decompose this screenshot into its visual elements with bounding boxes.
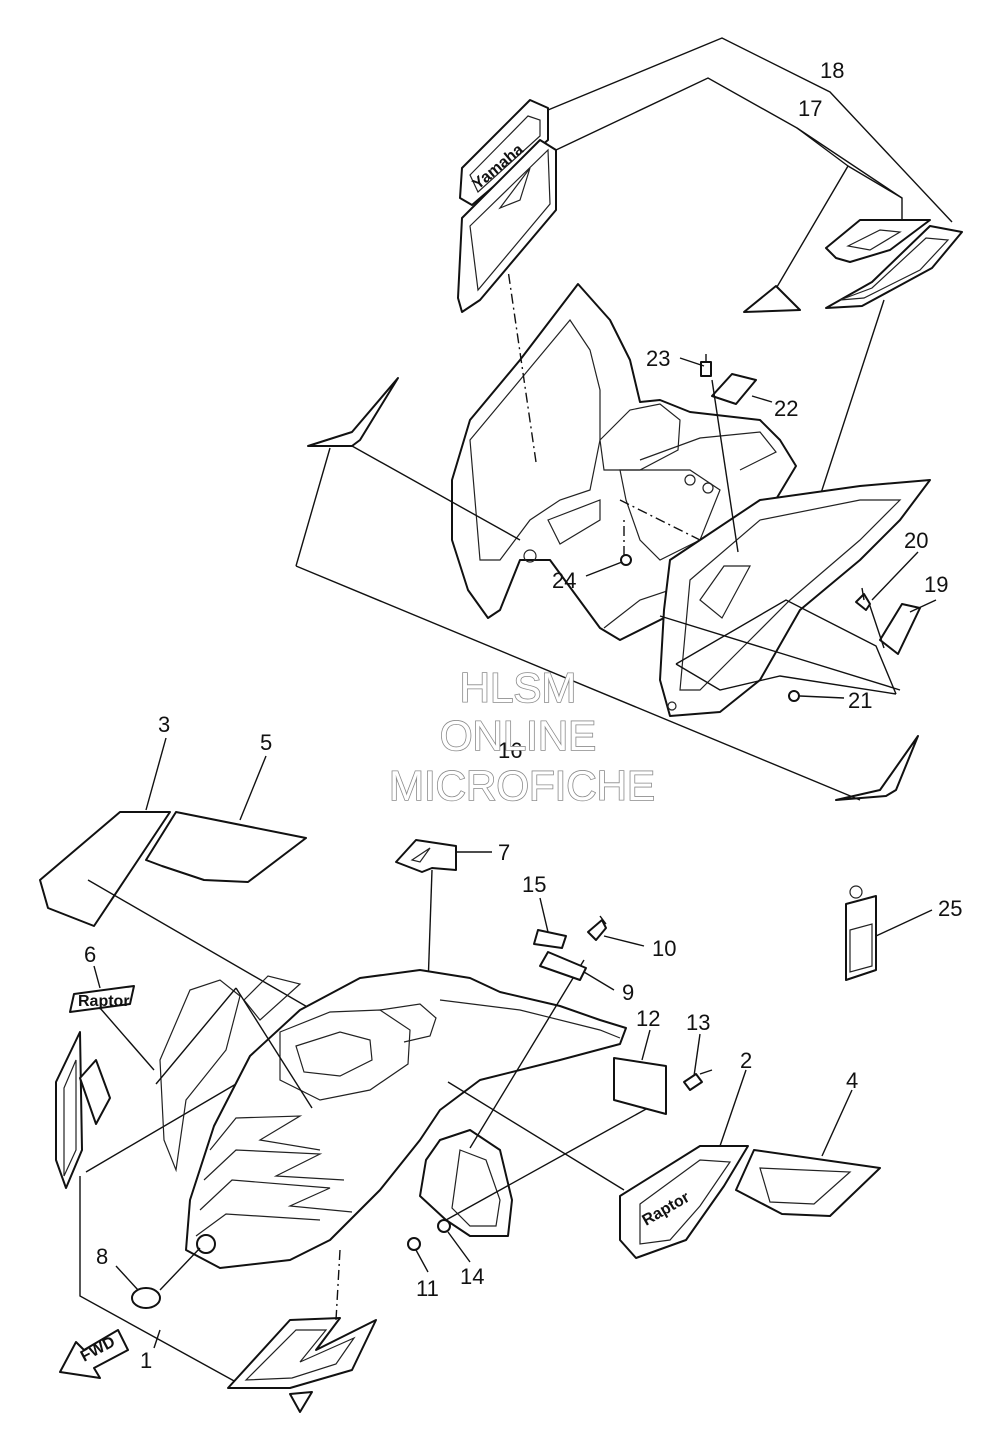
plate-19 [855,587,921,655]
leader-3-5 [87,879,317,1013]
callout-20: 20 [904,528,928,553]
callout-2: 2 [740,1048,752,1073]
bolt-10 [587,915,607,941]
tag-25 [845,885,877,981]
decal-1-side [55,1031,111,1189]
callout-13: 13 [686,1010,710,1035]
decal-5 [145,811,307,883]
clip-8 [131,1287,161,1309]
callout-15: 15 [522,872,546,897]
front-fender-group: Raptor [39,811,881,1413]
rear-mudguard [659,479,931,717]
callout-6: 6 [84,942,96,967]
decal-17-right [743,219,931,313]
leader-to-12 [445,1097,667,1221]
callout-10: 10 [652,936,676,961]
decal-15 [533,929,567,949]
decal-1-bottom [227,1317,377,1413]
callout-22: 22 [774,396,798,421]
callout-9: 9 [622,980,634,1005]
callout-21: 21 [848,688,872,713]
front-fender-body [159,969,627,1269]
front-fender-arch [419,1129,513,1237]
decal-6-script: Raptor [78,993,130,1010]
leader-18 [547,37,953,223]
decal-2: Raptor [619,1145,749,1259]
leader-7-down [427,869,433,987]
callout-1: 1 [140,1348,152,1373]
leader-17 [555,77,903,222]
callout-17: 17 [798,96,822,121]
plate-9 [539,951,587,981]
decal-4 [735,1149,881,1217]
decal-17-left [457,139,557,313]
centerline-front [335,1249,341,1321]
clip-24 [620,520,632,566]
plate-12 [613,1057,667,1115]
leader-to-2 [447,1081,625,1191]
centerline-fender [507,269,537,463]
leader-1a [85,1083,237,1173]
callout-24: 24 [552,568,576,593]
bolt-13 [683,1069,713,1091]
callout-leaders [93,357,937,1349]
leader-16b [295,565,861,801]
decal-16 [295,377,919,801]
callout-18: 18 [820,58,844,83]
fwd-arrow: FWD [59,1329,129,1379]
watermark-line3: MICROFICHE [389,762,655,809]
bolt-23 [700,354,739,553]
watermark-line2: ONLINE [440,712,596,759]
centerline-fender2 [619,499,701,541]
leader-inner-1 [235,987,313,1109]
leader-1b [79,1176,237,1383]
leader-19-line [659,615,901,691]
callout-7: 7 [498,840,510,865]
leader-9 [469,959,585,1149]
callout-3: 3 [158,712,170,737]
watermark: HLSM ONLINE MICROFICHE [388,663,656,810]
washer-11 [407,1237,421,1251]
decal-18-right [825,225,963,309]
callout-12: 12 [636,1006,660,1031]
callout-19: 19 [924,572,948,597]
leader-17b [773,127,849,293]
callout-numbers: 1 2 3 4 5 6 7 8 9 10 11 12 13 14 15 16 1… [84,58,962,1373]
leader-8-to-fender [159,1247,201,1291]
leader-17c [847,165,903,199]
rear-fender-group: Yamaha [295,37,963,801]
leader-16a [295,447,331,567]
callout-8: 8 [96,1244,108,1269]
leader-6 [99,1007,155,1071]
leader-inner-2 [155,987,237,1085]
decal-7 [395,839,457,873]
callout-11: 11 [416,1276,439,1301]
callout-14: 14 [460,1264,484,1289]
callout-25: 25 [938,896,962,921]
leader-19-area2 [675,663,897,695]
decal-6: Raptor [69,985,135,1013]
watermark-line1: HLSM [460,664,577,711]
callout-5: 5 [260,730,272,755]
washer-14 [437,1219,451,1233]
callout-4: 4 [846,1068,858,1093]
leader-16c [351,445,521,541]
leader-19-area [675,599,897,695]
callout-16: 16 [498,738,522,763]
plate-22 [711,373,757,405]
decal-3 [39,811,171,927]
nut-21 [788,690,800,702]
callout-23: 23 [646,346,670,371]
